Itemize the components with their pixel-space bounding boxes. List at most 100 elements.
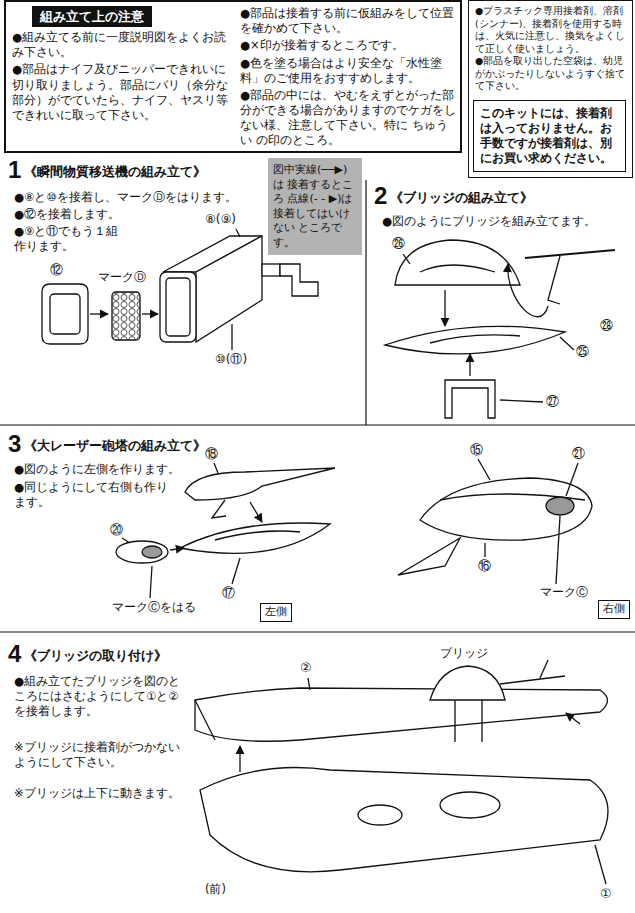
note-text: ●部品の中には、やむをえずとがった部分ができる場合がありますのでケガをしない様、… — [240, 88, 458, 149]
callout-number: ⑱ — [205, 446, 218, 463]
drawing-line — [469, 354, 470, 376]
drawing-line — [236, 229, 240, 237]
caution-box: ●組み立てる前に一度説明図をよくお読み下さい。●部品はナイフ及びニッパーできれい… — [4, 0, 462, 153]
drawing-line — [500, 660, 565, 684]
callout-number: ② — [300, 660, 312, 677]
drawing-line — [42, 284, 88, 344]
drawing-line — [365, 180, 366, 425]
drawing-line — [0, 631, 635, 632]
drawing-line — [200, 768, 608, 872]
note-text: 組み立て上の注意 — [40, 8, 144, 25]
note-text: ●組み立てる前に一度説明図をよくお読み下さい。 — [12, 30, 232, 60]
note-text: 右側 — [603, 602, 625, 617]
step-note: ●同じようにして右側も作ります。 — [14, 480, 174, 510]
part-name: ブリッジ — [440, 646, 488, 661]
drawing-line — [212, 500, 226, 518]
step4-drawing — [195, 660, 608, 884]
drawing-line — [548, 256, 560, 304]
drawing-line — [440, 792, 500, 818]
note-text: ●部品を取り出した空袋は、幼児がかぶったりしないようすぐ捨てて下さい。 — [475, 55, 626, 93]
callout-number: ⑰ — [222, 585, 235, 602]
side-tag: 右側 — [598, 600, 630, 619]
drawing-line — [445, 380, 495, 418]
drawing-line — [420, 478, 592, 540]
step-number: 4 — [8, 638, 21, 669]
drawing-line — [566, 713, 580, 724]
note-text: ●部品はナイフ及びニッパーできれいに切り取りましょう。部品にバリ（余分な部分）が… — [12, 62, 232, 123]
direction-label: (前) — [205, 882, 226, 897]
drawing-line — [444, 290, 445, 326]
callout-number: ⑧(⑨) — [205, 212, 236, 228]
drawing-line — [525, 250, 615, 258]
note-text: 図中実線(──▶)は 接着するところ 点線(- - ▶)は 接着してはいけない … — [273, 163, 357, 250]
notice-box: ●プラスチック専用接着剤、溶剤(シンナー)、接着剤を使用する時は、火気に注意し、… — [468, 0, 633, 178]
drawing-line — [150, 566, 152, 598]
step-heading: 《ブリッジの取り付け》 — [24, 648, 167, 665]
step-note: ●⑧と⑩を接着し、マークⒹをはります。 — [14, 190, 237, 205]
drawing-line — [430, 666, 505, 700]
step3-drawing — [116, 459, 592, 598]
drawing-line — [231, 324, 232, 350]
drawing-line — [142, 313, 158, 314]
drawing-line — [142, 546, 162, 558]
drawing-line — [280, 264, 318, 296]
drawing-line — [262, 264, 280, 276]
drawing-line — [403, 254, 410, 264]
drawing-line — [160, 272, 196, 342]
drawing-line — [116, 541, 168, 563]
callout-number: ⑩(⑪) — [215, 352, 247, 368]
drawing-line — [250, 502, 262, 522]
drawing-line — [196, 236, 262, 342]
callout-number: ㉘ — [600, 318, 613, 335]
step2-drawing — [385, 240, 615, 418]
side-tag: 左側 — [260, 603, 292, 622]
drawing-line — [430, 335, 520, 343]
note-text: このキットには、接着剤は入っておりません。お手数ですが接着剤は、別にお買い求めく… — [480, 106, 619, 167]
step-heading: 《ブリッジの組み立て》 — [390, 190, 533, 207]
step-note: ●図のようにブリッジを組み立てます。 — [382, 214, 596, 229]
step-heading: 《大レーザー砲塔の組み立て》 — [24, 438, 206, 455]
drawing-line — [232, 558, 240, 584]
step-number: 2 — [374, 180, 387, 211]
step-note: ●組み立てたブリッジを図のところにはさむようにして①と②を接着します。 — [14, 674, 186, 719]
drawing-line — [395, 240, 520, 285]
step-heading: 《瞬間物質移送機の組み立て》 — [24, 164, 206, 181]
drawing-line — [484, 543, 485, 557]
drawing-line — [195, 688, 608, 741]
callout-number: ㉑ — [572, 446, 585, 463]
drawing-line — [556, 516, 560, 584]
callout-number: ⑯ — [478, 558, 491, 575]
drawing-line — [170, 548, 184, 550]
drawing-line — [455, 700, 482, 742]
callout-number: ㉗ — [546, 394, 559, 411]
drawing-line — [185, 468, 335, 500]
mark-label: マークⒸをはる — [112, 600, 196, 615]
drawing-line — [308, 678, 310, 690]
drawing-line — [239, 746, 240, 772]
drawing-line — [385, 326, 565, 354]
drawing-line — [122, 538, 130, 543]
drawing-line — [112, 292, 140, 340]
callout-number: ㉖ — [392, 236, 405, 253]
mark-label: マークⒹ — [98, 270, 146, 286]
drawing-line — [50, 294, 80, 334]
drawing-line — [215, 531, 300, 540]
note-text: ●×印が接着するところです。 — [240, 38, 458, 53]
drawing-line — [358, 805, 402, 825]
drawing-line — [214, 463, 218, 473]
drawing-line — [508, 264, 548, 317]
drawing-line — [566, 463, 578, 496]
step-number: 3 — [8, 428, 21, 459]
drawing-line — [195, 700, 215, 740]
drawing-line — [420, 265, 495, 272]
drawing-line — [595, 845, 606, 884]
drawing-line — [500, 400, 543, 402]
callout-number: ⑳ — [110, 522, 123, 539]
step-note: ※ブリッジは上下に動きます。 — [14, 786, 186, 801]
drawing-line — [166, 278, 190, 336]
no-glue-box: このキットには、接着剤は入っておりません。お手数ですが接着剤は、別にお買い求めく… — [473, 100, 626, 173]
step-number: 1 — [8, 154, 21, 185]
note-text: ●プラスチック専用接着剤、溶剤(シンナー)、接着剤を使用する時は、火気に注意し、… — [475, 5, 626, 55]
caution-header: 組み立て上の注意 — [32, 6, 152, 27]
